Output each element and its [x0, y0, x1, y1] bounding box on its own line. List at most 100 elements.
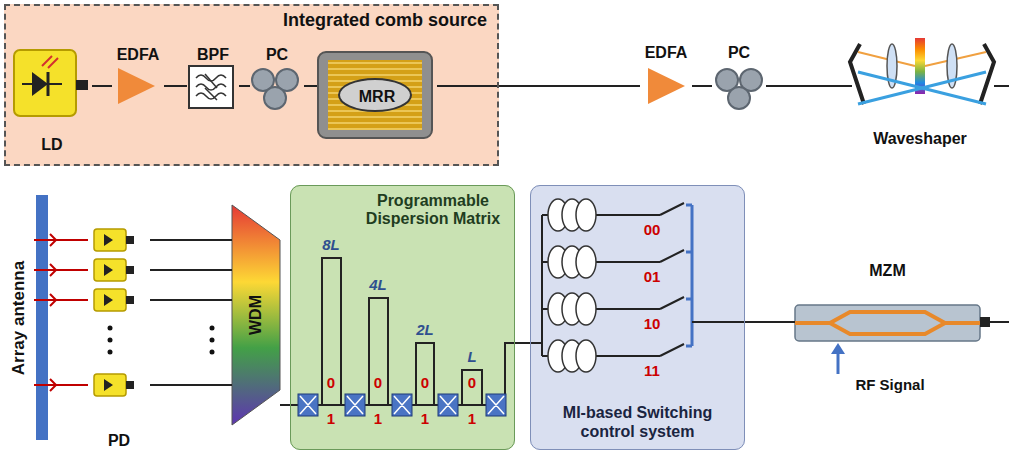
filter-symbol	[189, 66, 233, 108]
fiber-connector	[150, 384, 232, 386]
modulator-icon	[980, 317, 990, 327]
label-text: 00	[644, 221, 661, 238]
modulator-icon	[785, 321, 795, 323]
fiber-connector	[34, 269, 88, 271]
switching-system	[548, 199, 596, 372]
waveshaper: Waveshaper	[840, 30, 1000, 148]
photodiode-icon	[94, 229, 134, 396]
label-text: 1	[374, 410, 382, 427]
label-text: 1	[327, 410, 335, 427]
dispersion-matrix	[322, 258, 482, 405]
fiber-connector	[34, 384, 88, 386]
fiber-connector	[150, 239, 232, 241]
ellipsis-dots	[210, 326, 215, 331]
fiber-connector	[239, 85, 250, 87]
node-text: WDM	[247, 295, 265, 335]
amplifier-triangle	[648, 68, 685, 104]
filter-symbol	[205, 88, 217, 100]
band-pass-filter: BPF	[187, 46, 239, 116]
polarization-controller-icon	[728, 87, 750, 109]
switching-system	[530, 215, 542, 356]
laser-diode-icon	[76, 80, 88, 90]
microring-chip	[318, 52, 432, 138]
laser-diode-icon	[14, 50, 76, 116]
switching-system	[576, 293, 596, 325]
fiber-connector	[692, 85, 712, 87]
switching-system	[542, 215, 660, 356]
modulator-icon	[795, 312, 980, 334]
polarization-controller: PC	[712, 44, 766, 114]
photodiode-icon	[126, 381, 134, 389]
node-text: LD	[41, 136, 62, 154]
label-text: 0	[468, 374, 476, 391]
node-text: PD	[108, 432, 130, 450]
label-text: 0	[421, 374, 429, 391]
label-text: 4L	[369, 276, 387, 293]
node-text: MI-based Switching control system	[537, 404, 738, 441]
modulator-icon	[837, 352, 840, 374]
laser-diode-icon	[14, 50, 88, 116]
modulator: MZM	[785, 262, 990, 352]
fiber-connector	[280, 404, 290, 406]
node-text: EDFA	[645, 44, 688, 62]
switching-system	[692, 321, 745, 323]
wdm-demux	[232, 205, 280, 425]
modulator-icon	[990, 321, 1009, 323]
label-text: 0	[327, 374, 335, 391]
node-text: MRR	[359, 88, 395, 106]
switching-system	[576, 340, 596, 372]
switching-control-box: MI-based Switching control system	[530, 185, 745, 450]
dispersion-matrix	[290, 185, 515, 450]
node-text: Waveshaper	[873, 130, 967, 148]
modulator-icon	[785, 305, 1009, 374]
dispersion-matrix	[290, 185, 515, 450]
fiber-connector	[304, 85, 317, 87]
label-text: RF Signal	[855, 376, 924, 393]
waveshaper-icon	[840, 85, 852, 87]
filter-symbol	[189, 66, 233, 108]
region-ground	[4, 4, 499, 166]
switching-system	[530, 185, 745, 450]
microring-resonator: MRR	[317, 50, 437, 144]
fiber-connector	[34, 239, 88, 241]
fiber-connector	[437, 85, 640, 87]
amplifier: EDFA	[640, 44, 692, 106]
ellipsis-dots	[108, 326, 215, 355]
ellipsis-dots	[210, 338, 215, 343]
microring-chip	[328, 60, 422, 130]
label-text: 10	[644, 315, 661, 332]
waveshaper-icon	[840, 38, 1009, 104]
photodiode-icon	[126, 236, 134, 244]
photodiode-group: PD	[88, 195, 150, 450]
modulator-icon	[795, 305, 980, 341]
fiber-connector	[34, 299, 88, 301]
switching-system	[530, 185, 745, 450]
microring-chip	[339, 79, 411, 111]
node-text: MZM	[869, 262, 905, 280]
ellipsis-dots	[108, 350, 113, 355]
microring-chip	[318, 52, 432, 138]
filter-symbol	[205, 74, 217, 88]
polarization-controller-icon	[264, 87, 286, 109]
waveshaper-icon	[994, 85, 1009, 87]
label-text: L	[467, 348, 476, 365]
laser-diode: LD	[12, 48, 92, 154]
fiber-connector	[745, 321, 785, 323]
fiber-connector	[150, 299, 232, 301]
node-text: Array antenna	[9, 260, 29, 374]
fiber-connector	[150, 269, 232, 271]
antenna-array-bar	[50, 234, 56, 391]
label-text: 01	[644, 268, 661, 285]
amplifier-triangle	[118, 68, 155, 104]
antenna-array-bar	[36, 195, 56, 440]
ellipsis-dots	[108, 338, 113, 343]
waveshaper-icon	[858, 72, 986, 104]
amplifier: EDFA	[112, 46, 164, 108]
region-ground	[4, 4, 499, 166]
fiber-connector	[766, 85, 840, 87]
photodiode-icon	[126, 266, 134, 274]
